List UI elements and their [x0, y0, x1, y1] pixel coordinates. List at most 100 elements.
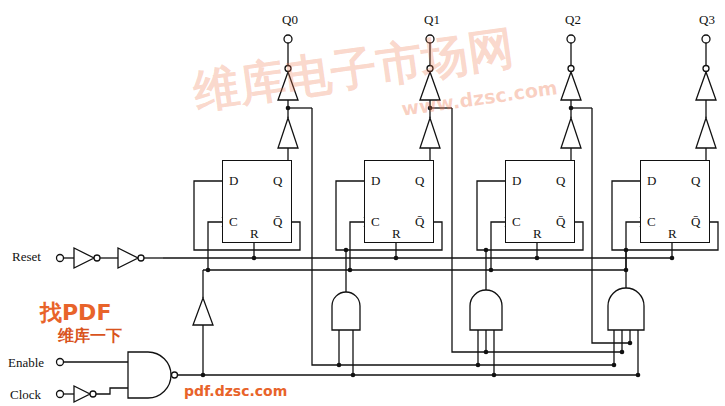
wire — [64, 393, 74, 394]
junction-dot — [348, 268, 353, 273]
wire — [64, 361, 128, 362]
junction-dot — [394, 256, 399, 261]
inverter-symbol — [74, 248, 94, 268]
wire — [705, 43, 706, 65]
wire — [570, 43, 571, 65]
input-name: Enable — [8, 356, 44, 369]
wire — [485, 250, 486, 290]
watermark: pdf.dzsc.com — [184, 383, 287, 399]
nand-gate — [128, 352, 171, 398]
wire — [485, 330, 486, 352]
input-terminal — [57, 391, 64, 398]
d-flip-flop: DCRQQ̄ — [505, 160, 575, 243]
junction-dot — [569, 106, 574, 111]
junction-dot — [476, 363, 481, 368]
wire — [203, 269, 626, 270]
output-name: Q0 — [282, 13, 298, 26]
d-flip-flop: DCRQQ̄ — [222, 160, 292, 243]
pin-label: R — [533, 227, 542, 240]
wire — [64, 257, 74, 258]
input-terminal — [57, 359, 64, 366]
inverter-bubble — [90, 391, 96, 397]
wire — [705, 100, 706, 118]
input-name: Clock — [10, 388, 41, 401]
pin-label: Q — [415, 174, 424, 187]
input-name: Reset — [12, 250, 41, 263]
junction-dot — [351, 373, 356, 378]
inverter-bubble — [172, 372, 178, 378]
buffer-symbol — [278, 118, 298, 148]
junction-dot — [484, 248, 489, 253]
pin-label: D — [371, 174, 380, 187]
wire — [202, 325, 203, 375]
pin-label: Q̄ — [273, 215, 282, 228]
inverter-symbol — [74, 386, 90, 402]
junction-dot — [344, 248, 349, 253]
junction-dot — [484, 350, 489, 355]
junction-dot — [252, 256, 257, 261]
output-name: Q1 — [424, 13, 440, 26]
pin-label: Q̄ — [556, 215, 565, 228]
pin-label: Q̄ — [691, 215, 700, 228]
pin-label: R — [392, 227, 401, 240]
and-gate — [608, 288, 644, 330]
wire — [493, 330, 494, 375]
inverter-symbol — [118, 248, 138, 268]
wire — [621, 330, 622, 352]
watermark: 维库一下 — [58, 326, 122, 347]
pin-label: D — [512, 174, 521, 187]
wire — [491, 222, 505, 270]
output-terminal — [284, 35, 292, 43]
junction-dot — [337, 363, 342, 368]
wire — [208, 222, 222, 270]
wire — [613, 330, 614, 365]
output-terminal — [702, 35, 710, 43]
pin-label: D — [647, 174, 656, 187]
wire — [352, 330, 353, 375]
junction-dot — [535, 256, 540, 261]
wire — [312, 108, 614, 365]
pin-label: Q — [691, 174, 700, 187]
wire — [202, 270, 203, 298]
junction-dot — [612, 363, 617, 368]
d-flip-flop: DCRQQ̄ — [640, 160, 710, 243]
watermark: 找PDF — [40, 298, 111, 328]
pin-label: R — [250, 227, 259, 240]
wire — [96, 388, 128, 394]
junction-dot — [489, 268, 494, 273]
output-terminal — [567, 35, 575, 43]
buffer-symbol — [193, 298, 213, 325]
pin-label: C — [229, 215, 238, 228]
pin-label: C — [371, 215, 380, 228]
junction-dot — [201, 373, 206, 378]
wire — [350, 222, 364, 270]
junction-dot — [670, 256, 675, 261]
input-terminal — [57, 255, 64, 262]
d-flip-flop: D CR Q Q̄ — [364, 160, 434, 243]
junction-dot — [206, 268, 211, 273]
inverter-bubble — [703, 66, 709, 72]
buffer-symbol — [696, 118, 716, 148]
buffer-symbol — [696, 72, 716, 100]
junction-dot — [624, 268, 629, 273]
wire — [571, 107, 592, 108]
wire — [452, 108, 622, 352]
inverter-bubble — [94, 255, 100, 261]
pin-label: Q̄ — [415, 215, 424, 228]
and-gate — [332, 292, 360, 330]
junction-dot — [624, 248, 629, 253]
junction-dot — [492, 373, 497, 378]
wire — [637, 330, 638, 375]
and-gate — [470, 290, 502, 330]
output-name: Q3 — [699, 13, 715, 26]
wire — [287, 148, 288, 160]
inverter-bubble — [138, 255, 144, 261]
wire — [570, 148, 571, 160]
pin-label: C — [512, 215, 521, 228]
wire — [338, 330, 339, 365]
output-name: Q2 — [565, 13, 581, 26]
wire — [705, 148, 706, 160]
buffer-symbol — [561, 72, 581, 100]
wire — [477, 330, 478, 365]
buffer-symbol — [420, 118, 440, 148]
